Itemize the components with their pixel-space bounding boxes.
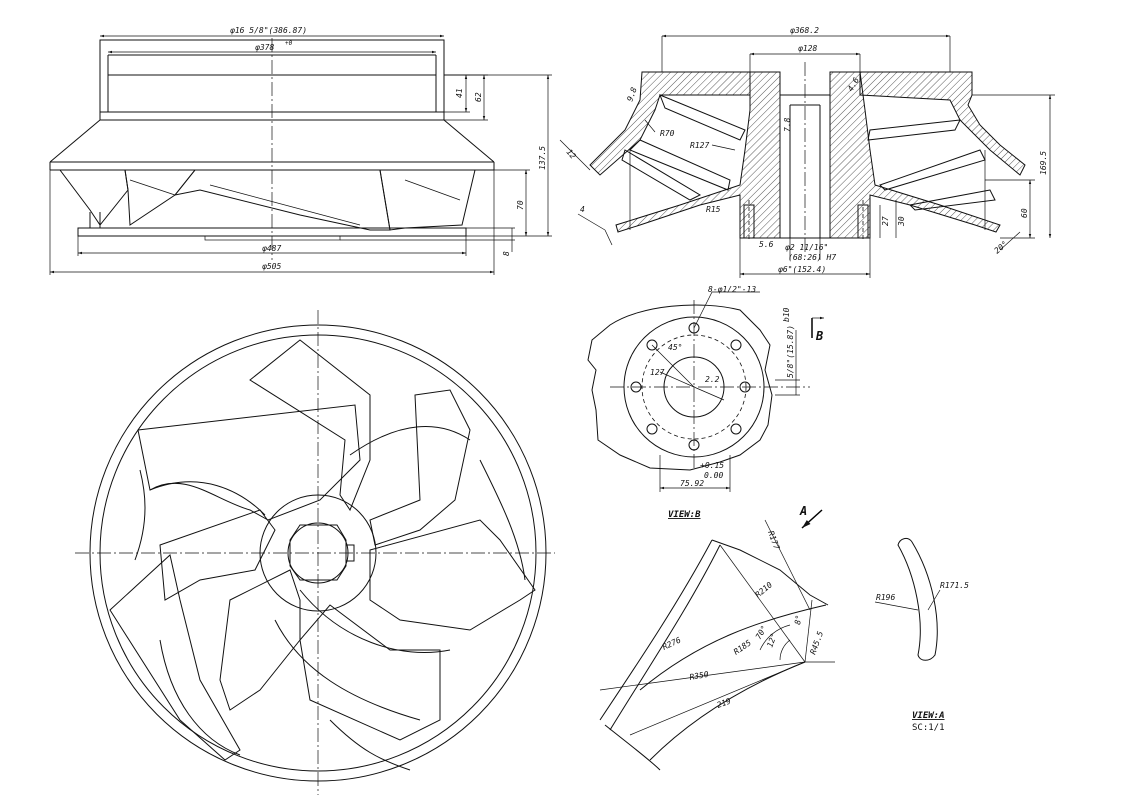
dim-front-62: 62 [474,92,483,102]
view-b-dim-2: 2.2 [705,375,720,384]
dim-section-shaft: φ6"(152.4) [778,265,826,274]
view-a-r185: R185 [732,638,753,657]
dim-section-r15: R15 [706,205,721,214]
view-a-r177: R177 [766,530,781,551]
view-a: R177 R210 R276 R185 R350 219 70° 12° 8° … [599,504,969,771]
view-b-dim-75-92: 75.92 [680,479,704,488]
dim-front-8: 8 [502,251,511,256]
dim-front-505: φ505 [262,262,281,271]
dim-section-60: 60 [1020,208,1029,218]
view-b-dim-127: 127 [650,368,665,377]
dim-section-hub: φ128 [798,44,817,53]
view-b-label: B [815,329,823,343]
dim-section-7-8: 7.8 [783,117,792,132]
plan-view-impeller [75,310,555,795]
view-a-title: VIEW:A [912,711,945,721]
dim-front-inner: φ378 [255,43,274,52]
view-b-b10: b10 [782,307,791,322]
vane-group [109,339,536,771]
view-a-r210: R210 [754,580,775,599]
dim-section-9-8: 9.8 [625,86,638,103]
front-elevation-view: φ16 5/8"(386.87) φ378 +0 41 62 137.5 70 … [49,26,552,275]
dim-section-12: 12 [564,148,577,161]
dim-section-bore: φ2 11/16" [785,243,828,252]
dim-front-41: 41 [455,88,464,98]
view-b-keyway: 5/8"(15.87) [786,325,795,378]
dim-section-20deg: 20° [993,239,1010,255]
view-b-title: VIEW:B [668,510,701,520]
dim-front-70: 70 [516,200,525,210]
dim-section-4: 4 [580,205,585,214]
view-b-tol-plus: +0.15 [700,461,724,470]
dim-section-5-6: 5.6 [759,240,774,249]
view-b-thread: 8-φ1/2"-13 [708,285,756,294]
view-a-r45-5: R45.5 [808,630,825,656]
dim-section-169-5: 169.5 [1039,151,1048,175]
view-a-12deg: 12° [765,632,778,649]
view-a-arrow-label: A [799,504,807,518]
view-b: 8-φ1/2"-13 45° 127 2.2 75.92 +0.15 0.00 … [587,285,824,520]
view-a-scale: SC:1/1 [912,723,945,733]
view-a-r276: R276 [661,635,682,651]
dim-section-30: 30 [897,216,906,227]
dim-section-bore-h7: (68.26) H7 [788,253,836,262]
view-a-r350: R350 [689,670,710,682]
dim-section-r70: R70 [660,129,675,138]
view-a-70deg: 70° [754,624,769,641]
dim-front-487: φ487 [262,244,281,253]
dim-section-27: 27 [881,216,890,226]
section-view: φ368.2 φ128 9.8 4.6 7.8 R70 R127 12 R15 … [559,26,1055,278]
view-b-angle: 45° [668,343,682,352]
dim-section-r127: R127 [690,141,709,150]
view-a-r196: R196 [876,593,895,602]
view-b-tol-zero: 0.00 [704,471,723,480]
view-a-8deg: 8° [793,614,804,625]
dim-section-top: φ368.2 [790,26,819,35]
dim-front-inner-sup: +0 [285,40,293,47]
view-a-r171-5: R171.5 [940,581,969,590]
dim-front-top: φ16 5/8"(386.87) [230,26,307,35]
dim-front-height: 137.5 [538,146,547,170]
bolt-hole-pattern [630,322,751,451]
